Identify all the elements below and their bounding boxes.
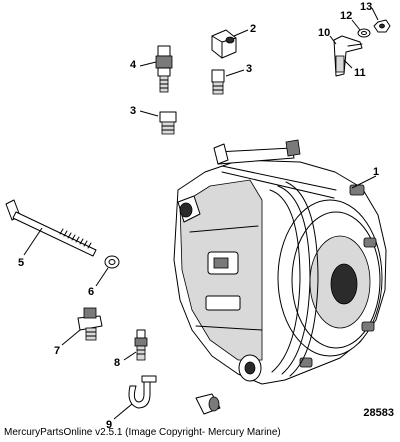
copyright-notice: MercuryPartsOnline v2.5.1 (Image Copyrig… — [4, 427, 281, 438]
callout-1: 1 — [373, 166, 379, 178]
callout-numbers: 1 2 3 3 4 5 6 7 8 9 10 11 12 13 — [18, 1, 379, 431]
callout-5: 5 — [18, 257, 24, 269]
callout-6: 6 — [88, 286, 94, 298]
sender-switch-part[interactable] — [155, 45, 173, 93]
nut-part[interactable] — [373, 19, 391, 33]
washer-part[interactable] — [104, 255, 120, 269]
elbow-fitting-part[interactable] — [211, 29, 237, 59]
callout-8: 8 — [114, 357, 120, 369]
callout-11: 11 — [354, 67, 366, 79]
drawing-number: 28583 — [363, 407, 394, 419]
callout-13: 13 — [360, 1, 372, 13]
plug-fitting-upper-part[interactable] — [211, 69, 225, 95]
fitting-part[interactable] — [134, 329, 148, 361]
transmission-housing-part[interactable] — [173, 139, 387, 385]
callout-3-upper: 3 — [246, 63, 252, 75]
bracket-part[interactable] — [333, 35, 363, 77]
long-bolt-part[interactable] — [5, 199, 97, 257]
screw-part[interactable] — [347, 43, 363, 47]
callout-10: 10 — [318, 27, 330, 39]
drain-plug-part[interactable] — [195, 393, 221, 415]
plug-fitting-lower-part[interactable] — [159, 111, 177, 135]
clamp-part[interactable] — [128, 375, 157, 409]
leader-lines — [23, 7, 379, 420]
callout-4: 4 — [130, 59, 137, 71]
callout-7: 7 — [54, 345, 60, 357]
callout-9: 9 — [106, 419, 112, 431]
callout-2: 2 — [250, 23, 256, 35]
small-washer-part[interactable] — [357, 28, 371, 38]
callout-3-lower: 3 — [130, 105, 136, 117]
callout-12: 12 — [340, 10, 352, 22]
temperature-switch-part[interactable] — [77, 307, 103, 341]
